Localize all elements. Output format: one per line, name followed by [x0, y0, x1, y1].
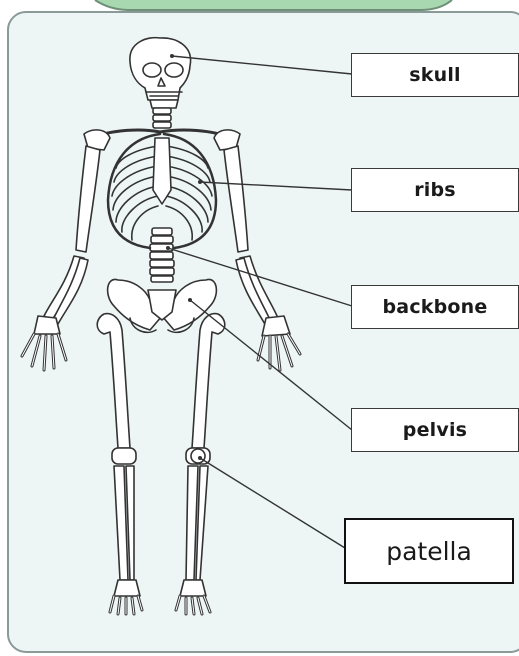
skull-label: skull [409, 64, 461, 86]
left-knee [112, 448, 136, 464]
ribs-label-box: ribs [351, 168, 519, 212]
patella-label-box: patella [344, 518, 514, 584]
skull-leader-dot [170, 54, 174, 58]
top-tab [95, 0, 452, 10]
pelvis-label: pelvis [403, 419, 467, 441]
patella-label: patella [386, 537, 472, 566]
patella-bone [191, 449, 205, 463]
ribs-label: ribs [414, 179, 456, 201]
sternum [153, 138, 171, 204]
backbone-label-box: backbone [351, 285, 519, 329]
patella-leader-dot [198, 456, 202, 460]
skull-label-box: skull [351, 53, 519, 97]
backbone-label: backbone [383, 296, 488, 318]
pelvis-label-box: pelvis [351, 408, 519, 452]
pelvis-leader-dot [188, 298, 192, 302]
ribs-leader-dot [198, 180, 202, 184]
backbone-leader-dot [166, 246, 170, 250]
